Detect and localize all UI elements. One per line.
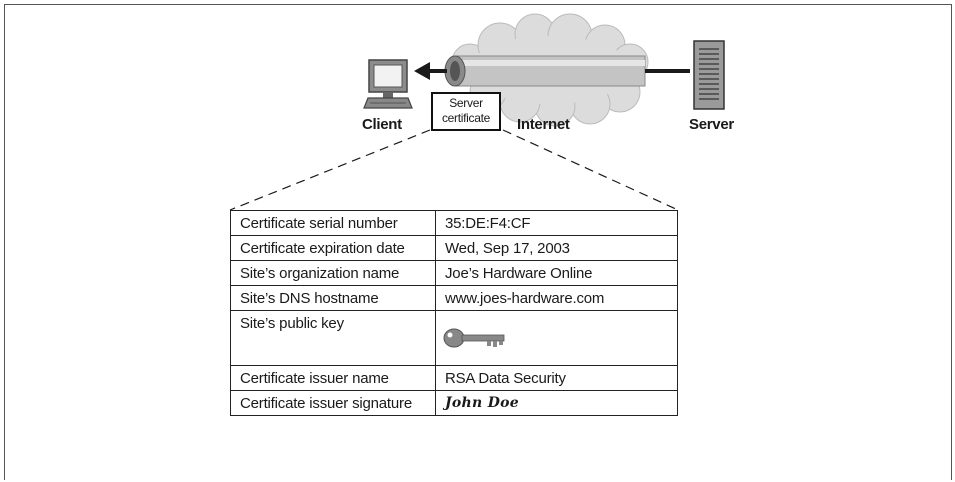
server-label: Server	[689, 116, 734, 133]
figure-frame	[4, 4, 952, 480]
table-row: Certificate expiration date Wed, Sep 17,…	[230, 235, 678, 261]
table-row: Certificate serial number 35:DE:F4:CF	[230, 210, 678, 236]
server-certificate-box: Server certificate	[431, 92, 501, 131]
table-row: Site’s DNS hostname www.joes-hardware.co…	[230, 285, 678, 311]
server-tower-icon	[693, 40, 725, 110]
client-label: Client	[362, 116, 402, 133]
certificate-arrow	[414, 62, 447, 80]
field-name: Site’s DNS hostname	[230, 285, 436, 311]
internet-label: Internet	[517, 116, 570, 133]
table-row: Site’s organization name Joe’s Hardware …	[230, 260, 678, 286]
key-icon	[443, 328, 505, 348]
computer-monitor-icon	[363, 59, 413, 109]
field-value: RSA Data Security	[435, 365, 678, 391]
cert-box-line2: certificate	[441, 111, 491, 125]
field-value: Joe’s Hardware Online	[435, 260, 678, 286]
field-name: Certificate issuer signature	[230, 390, 436, 416]
field-value: www.joes-hardware.com	[435, 285, 678, 311]
field-value	[435, 310, 678, 366]
internet-cloud-pipe-icon	[444, 13, 649, 127]
table-row: Site’s public key	[230, 310, 678, 366]
field-name: Certificate serial number	[230, 210, 436, 236]
table-row: Certificate issuer signature John Doe	[230, 390, 678, 416]
certificate-details-table: Certificate serial number 35:DE:F4:CF Ce…	[230, 210, 678, 416]
zoom-lines	[229, 129, 679, 211]
field-name: Site’s organization name	[230, 260, 436, 286]
field-name: Site’s public key	[230, 310, 436, 366]
cert-box-line1: Server	[449, 96, 483, 110]
field-value: 35:DE:F4:CF	[435, 210, 678, 236]
field-name: Certificate expiration date	[230, 235, 436, 261]
table-row: Certificate issuer name RSA Data Securit…	[230, 365, 678, 391]
field-value: Wed, Sep 17, 2003	[435, 235, 678, 261]
field-name: Certificate issuer name	[230, 365, 436, 391]
issuer-signature: John Doe	[435, 390, 678, 416]
